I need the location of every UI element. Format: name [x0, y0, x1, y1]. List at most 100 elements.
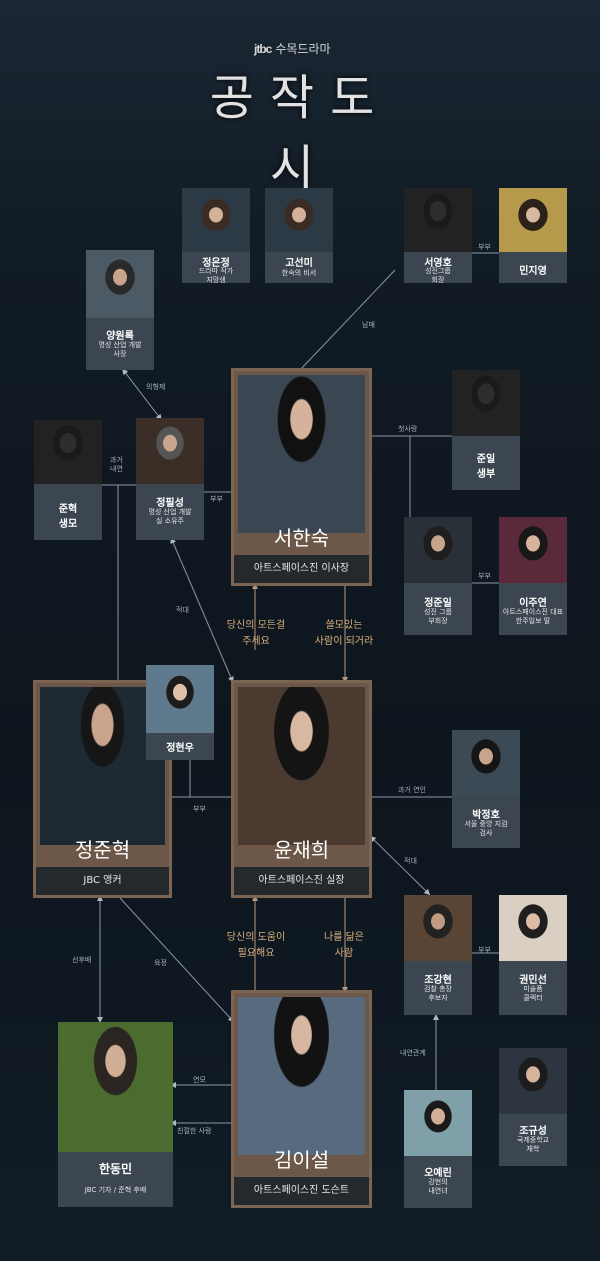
relation-label: 의형제: [146, 383, 166, 391]
desc-label: 성진 그룹 부회장: [424, 608, 452, 625]
quote-label: 쓸모있는 사람이 되거라: [314, 620, 374, 647]
card-handongmin: 한동민 JBC 기자 / 준혁 후배: [58, 1022, 173, 1207]
main-name-label: 김이설: [273, 1148, 330, 1172]
name-label: 조강현: [424, 975, 452, 986]
relation-label: 내연관계: [400, 1049, 426, 1057]
portrait-image: [499, 188, 567, 252]
main-name-label: 서한숙: [273, 526, 330, 550]
relation-label: 부부: [478, 243, 491, 251]
portrait-image: [58, 1022, 173, 1152]
main-card-kimiseol: 김이설 아트스페이스진 도슨트: [231, 990, 372, 1208]
quote-label: 나를 닮은 사람: [324, 932, 364, 959]
desc-label: 명성 산업 개발 사장: [98, 341, 142, 358]
card-gwonminseon: 권민선 미술품 콜렉터: [499, 895, 567, 1015]
portrait-image: [146, 665, 214, 733]
name-label: 고선미: [285, 258, 313, 269]
name-label: 정준일: [424, 598, 452, 609]
relation-label: 부부: [210, 495, 223, 503]
portrait-image: [238, 375, 365, 533]
name-label: 준혁 생모: [58, 504, 78, 530]
main-name-label: 윤재희: [273, 838, 330, 862]
line-jeokdae2: [369, 835, 431, 896]
portrait-image: [86, 250, 154, 318]
relation-label: 적대: [404, 857, 417, 865]
relation-label: 육정: [154, 959, 167, 967]
quote-label: 당신의 도움이 필요해요: [226, 932, 286, 959]
name-label: 정필성: [156, 498, 184, 509]
name-label: 오예린: [424, 1168, 452, 1179]
main-card-yunjaehui: 윤재희 아트스페이스진 실장: [231, 680, 372, 898]
desc-label: 한숙의 비서: [281, 269, 317, 277]
desc-label: 명성 산업 개발 실 소유주: [148, 508, 192, 525]
desc-label: 강현의 내연녀: [428, 1178, 448, 1195]
drama-title: 공작도시: [209, 70, 391, 196]
line-jeokdae1: [170, 537, 234, 683]
name-label: 한동민: [98, 1162, 133, 1176]
card-bakjeongho: 박정호 서울 중앙 지검 검사: [452, 730, 520, 848]
desc-label: 미술품 콜렉터: [523, 985, 543, 1002]
silhouette-image: [404, 188, 472, 252]
main-card-seohansuk: 서한숙 아트스페이스진 이사장: [231, 368, 372, 586]
card-junhyeoksaengmo: 준혁 생모: [34, 420, 102, 540]
relation-label: 선후배: [72, 956, 92, 964]
relation-label: 첫사랑: [398, 425, 418, 433]
relation-label: 친절한 사람: [177, 1127, 212, 1135]
relation-label: 부부: [193, 805, 206, 813]
portrait-image: [499, 895, 567, 961]
relation-label: 남매: [362, 321, 375, 329]
desc-label: JBC 기자 / 준혁 후배: [84, 1186, 147, 1194]
desc-label: 드라마 작가 지망생: [198, 267, 234, 284]
portrait-image: [136, 418, 204, 484]
line-seoyeongho: [299, 269, 396, 371]
portrait-image: [452, 730, 520, 796]
portrait-image: [238, 997, 365, 1155]
portrait-image: [499, 517, 567, 583]
relation-label: 과거 연인: [398, 786, 426, 794]
silhouette-image: [34, 420, 102, 484]
name-label: 양원록: [106, 331, 134, 342]
relation-label: 적대: [176, 606, 189, 614]
portrait-image: [182, 188, 250, 252]
silhouette-image: [452, 370, 520, 436]
main-name-label: 정준혁: [74, 838, 131, 862]
card-jeongpilseong: 정필성 명성 산업 개발 실 소유주: [136, 418, 204, 540]
card-jeonghyeonu: 정현우: [146, 665, 214, 760]
portrait-image: [404, 1090, 472, 1156]
desc-label: 검찰 총장 후보자: [424, 985, 452, 1002]
relation-label: 부부: [478, 572, 491, 580]
main-desc-label: 아트스페이스진 도슨트: [234, 1177, 369, 1205]
name-label: 박정호: [472, 810, 500, 821]
line-euihyeongje: [122, 368, 162, 421]
card-seoyeongho: 서영호 성진그룹 회장: [404, 188, 472, 284]
card-goseonmi: 고선미 한숙의 비서: [265, 188, 333, 283]
desc-label: 아트스페이스진 대표 한주일보 딸: [502, 608, 564, 625]
name-label: 정은정: [202, 258, 230, 269]
card-jeongeunjeong: 정은정 드라마 작가 지망생: [182, 188, 250, 284]
card-leejuyeon: 이주연 아트스페이스진 대표 한주일보 딸: [499, 517, 567, 635]
name-label: 준일 생부: [476, 454, 496, 480]
card-jogangyeon: 조강현 검찰 총장 후보자: [404, 895, 472, 1015]
relation-label: 부부: [478, 946, 491, 954]
desc-label: 성진그룹 회장: [425, 267, 451, 284]
card-yangwonrok: 양원록 명성 산업 개발 사장: [86, 250, 154, 370]
name-label: 정현우: [166, 743, 194, 754]
relation-label: 과거 내연: [110, 456, 123, 473]
portrait-image: [404, 895, 472, 961]
portrait-image: [40, 687, 165, 845]
relation-label: 연모: [193, 1076, 206, 1084]
name-label: 서영호: [424, 258, 452, 269]
portrait-image: [265, 188, 333, 252]
desc-label: 국제중학교 재학: [516, 1136, 550, 1153]
name-label: 권민선: [519, 975, 547, 986]
card-jogyuseong: 조규성 국제중학교 재학: [499, 1048, 567, 1166]
name-label: 민지영: [519, 266, 547, 277]
main-desc-label: 아트스페이스진 이사장: [234, 555, 369, 583]
name-label: 조규성: [519, 1126, 547, 1137]
card-junilsaengbu: 준일 생부: [452, 370, 520, 490]
card-jeongjunil: 정준일 성진 그룹 부회장: [404, 517, 472, 635]
portrait-image: [238, 687, 365, 845]
card-ohyerin: 오예린 강현의 내연녀: [404, 1090, 472, 1208]
